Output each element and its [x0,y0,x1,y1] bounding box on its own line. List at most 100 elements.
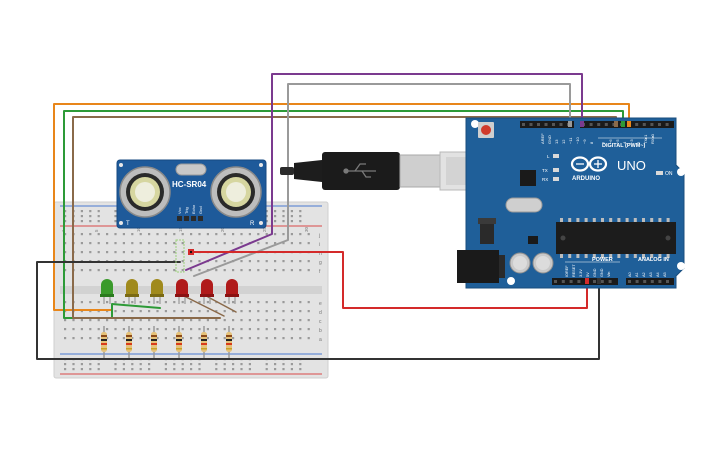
pin-hole [131,328,134,331]
pin-hole [257,319,260,322]
pin-hole [592,218,596,222]
pin-hole [64,337,67,340]
resistor[interactable] [151,326,157,358]
pin-hole [274,260,277,263]
wire-black[interactable] [36,261,600,360]
power-pin-label: Vin [607,272,611,277]
led-green[interactable] [100,279,114,304]
pin-hole [240,328,243,331]
pin-hole [181,319,184,322]
pin-hole [307,301,310,304]
pin-hole [190,301,193,304]
pin-hole [64,210,67,213]
pin-hole [114,269,117,272]
pin-hole [80,251,83,254]
wire-green[interactable] [63,110,624,319]
arduino-board[interactable]: AREF GND 13 12 ~11 ~10 ~9 8 7 ~6 ~5 4 ~3… [457,117,685,289]
pin-hole [658,218,662,222]
row-letter: h [319,251,322,257]
resistor[interactable] [201,326,207,358]
resistor[interactable] [126,326,132,358]
pin-hole [156,301,159,304]
pin-hole [240,233,243,236]
pin-hole [593,280,596,283]
led-red[interactable] [175,279,189,304]
pin-hole [72,328,75,331]
pin-hole [544,123,548,126]
pin-hole [80,242,83,245]
wire-purple[interactable] [185,73,583,271]
pin-hole [198,328,201,331]
transducer-left [119,166,171,218]
pin-hole [148,269,151,272]
wire-red[interactable] [193,251,588,309]
digital-pin-label: ~11 [568,137,573,144]
pin-hole [80,328,83,331]
pin-hole [164,310,167,313]
arduino-logo-symbols [576,160,602,168]
pin-hole [89,242,92,245]
breadboard-row-letters-top: j i h g f [318,233,322,275]
wire-jumper[interactable] [185,296,225,317]
pin-hole [164,301,167,304]
power-jack[interactable] [457,250,505,283]
resistor[interactable] [226,326,232,358]
led-red[interactable] [200,279,214,304]
wire-jumper[interactable] [207,296,237,313]
pin-hole [80,368,83,371]
led-yellow[interactable] [150,279,164,304]
pin-hole [131,337,134,340]
pin-hole [122,301,125,304]
pin-hole [139,233,142,236]
pin-hole [265,220,268,223]
pin-hole [173,242,176,245]
pin-hole [274,242,277,245]
led-label-l: L [547,154,550,159]
pin-hole [240,310,243,313]
pin-hole [232,337,235,340]
pin-hole [122,310,125,313]
ultrasonic-sensor[interactable]: HC-SR04 T R Vcc Trig Echo Gnd [116,159,267,229]
arduino-logo-icon [570,156,608,172]
pin-hole [131,363,134,366]
pin-hole [122,363,125,366]
pin-hole [240,269,243,272]
pin-hole [80,337,83,340]
pin-hole [173,251,176,254]
led-yellow[interactable] [125,279,139,304]
pin-hole [635,280,639,283]
pin-hole [122,319,125,322]
pin-hole [274,220,277,223]
pin-hole [282,215,285,218]
bottom-pin-holes [554,280,669,283]
row-letter: e [319,301,322,307]
column-number: 30 [304,226,309,232]
pin-hole [584,254,588,258]
analog-pin-label: A1 [635,272,639,277]
pin-hole [240,301,243,304]
pin-hole [282,337,285,340]
pin-hole [122,328,125,331]
pin-hole [265,210,268,213]
pin-hole [97,310,100,313]
pin-hole [274,337,277,340]
led-red[interactable] [225,279,239,304]
pin-hole [265,368,268,371]
pin-hole [206,310,209,313]
power-pin-label: GND [593,268,597,277]
resistor[interactable] [101,326,107,358]
reset-button[interactable] [478,122,494,138]
pin-hole [97,319,100,322]
pin-hole [190,328,193,331]
pin-hole [148,368,151,371]
pin-hole [282,210,285,213]
pin-hole [114,363,117,366]
pin-hole [164,363,167,366]
pin-hole [282,269,285,272]
led-label-rx: RX [542,177,548,182]
pin-hole [89,363,92,366]
pin-hole [248,260,251,263]
resistor[interactable] [176,326,182,358]
pin-hole [198,269,201,272]
pin-hole [181,301,184,304]
